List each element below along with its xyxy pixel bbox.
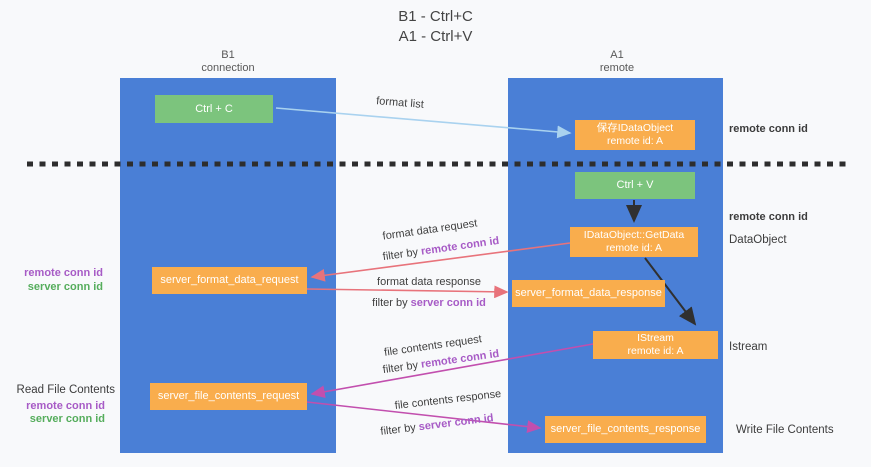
filter-by-text: filter by — [372, 297, 411, 309]
format-data-response-arrow — [306, 285, 509, 299]
server-format-data-request-node: server_format_data_request — [152, 267, 307, 294]
remote-conn-id-annotation-left2: remote conn id — [26, 400, 105, 412]
server-format-data-request-label: server_format_data_request — [160, 274, 299, 286]
istream-annotation: Istream — [729, 341, 768, 353]
istream-line2: remote id: A — [627, 345, 684, 357]
save-dataobject-line2: remote id: A — [606, 135, 664, 147]
ctrl-v-node: Ctrl + V — [575, 172, 695, 199]
left-conn-id-annotations-bottom: remote conn id server conn id — [8, 400, 105, 426]
server-format-data-response-label: server_format_data_response — [515, 287, 662, 299]
format-data-response-label: format data response — [377, 276, 481, 288]
server-conn-id-text: server conn id — [410, 297, 486, 309]
left-conn-id-annotations-top: remote conn id server conn id — [8, 266, 103, 294]
file-contents-request-arrow — [310, 343, 594, 399]
getdata-line2: remote id: A — [605, 242, 663, 254]
ctrl-c-node: Ctrl + C — [155, 95, 273, 123]
getdata-line1: IDataObject::GetData — [583, 229, 685, 241]
diagram-title: B1 - Ctrl+C A1 - Ctrl+V — [0, 7, 871, 47]
server-file-contents-response-node: server_file_contents_response — [545, 416, 706, 443]
write-file-contents-annotation: Write File Contents — [736, 424, 834, 436]
format-list-arrow — [275, 107, 572, 139]
dataobject-annotation: DataObject — [729, 234, 787, 246]
format-data-request-arrow — [310, 242, 571, 282]
getdata-to-istream-arrow — [644, 257, 697, 326]
format-data-response-filter-label: filter by server conn id — [349, 297, 509, 309]
left-column-name: B1 — [221, 49, 235, 61]
ctrl-v-label: Ctrl + V — [616, 179, 654, 191]
server-format-data-response-node: server_format_data_response — [512, 280, 665, 307]
istream-line1: IStream — [637, 332, 674, 344]
remote-conn-id-annotation-top: remote conn id — [729, 123, 808, 135]
remote-conn-id-annotation-mid: remote conn id — [729, 211, 808, 223]
file-contents-response-arrow — [306, 401, 542, 433]
left-column-subtitle: connection — [201, 62, 255, 74]
right-column-header: A1 remote — [547, 49, 687, 75]
title-line-1: B1 - Ctrl+C — [398, 8, 473, 25]
server-file-contents-response-label: server_file_contents_response — [550, 423, 701, 435]
istream-node: IStream remote id: A — [593, 331, 718, 359]
right-column-name: A1 — [610, 49, 624, 61]
left-column-header: B1 connection — [158, 49, 298, 75]
server-conn-id-annotation-left: server conn id — [27, 281, 103, 293]
title-line-2: A1 - Ctrl+V — [398, 28, 473, 45]
remote-conn-id-annotation-left: remote conn id — [24, 267, 103, 279]
ctrl-c-label: Ctrl + C — [195, 102, 233, 115]
right-column-subtitle: remote — [599, 62, 635, 74]
server-file-contents-request-node: server_file_contents_request — [150, 383, 307, 410]
getdata-node: IDataObject::GetData remote id: A — [570, 227, 698, 257]
server-file-contents-request-label: server_file_contents_request — [157, 390, 300, 402]
save-dataobject-node: 保存IDataObject remote id: A — [575, 120, 695, 150]
server-conn-id-annotation-left2: server conn id — [29, 413, 105, 425]
read-file-contents-annotation: Read File Contents — [16, 384, 115, 396]
save-dataobject-line1: 保存IDataObject — [596, 122, 674, 134]
